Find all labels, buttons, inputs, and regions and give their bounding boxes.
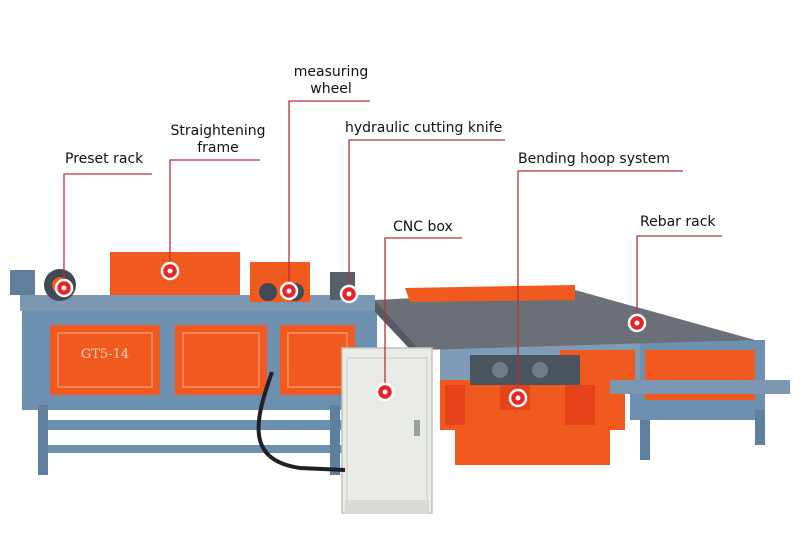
- leader-preset-rack: [63, 173, 152, 288]
- label-cnc-box: CNC box: [393, 219, 453, 235]
- marker-measuring-wheel: [279, 281, 299, 301]
- callout-markers: [54, 261, 647, 408]
- label-straightening-frame-line2: frame: [197, 140, 239, 156]
- leader-bending-hoop-system: [517, 170, 683, 396]
- label-bending-hoop-system: Bending hoop system: [518, 151, 671, 167]
- marker-straightening-frame: [160, 261, 180, 281]
- right-rail: [610, 380, 790, 394]
- label-measuring-wheel: measuring wheel: [286, 64, 376, 98]
- label-measuring-wheel-line1: measuring: [293, 64, 369, 80]
- marker-preset-rack: [54, 278, 74, 298]
- label-measuring-wheel-line2: wheel: [310, 81, 352, 97]
- label-preset-rack: Preset rack: [65, 151, 144, 167]
- marker-bending-hoop-system: [508, 388, 528, 408]
- rebar-rack: [375, 285, 755, 360]
- model-plate-text: GT5-14: [81, 347, 129, 362]
- cnc-box-cabinet: [341, 347, 433, 514]
- bending-hoop-system-body: [440, 355, 625, 465]
- label-hydraulic-cutting-knife: hydraulic cutting knife: [345, 120, 503, 136]
- leader-lines: [63, 100, 722, 396]
- marker-hydraulic-cutting-knife: [339, 284, 359, 304]
- leader-measuring-wheel: [288, 100, 370, 291]
- cable: [256, 371, 346, 472]
- leader-straightening-frame: [169, 159, 260, 271]
- label-rebar-rack: Rebar rack: [640, 214, 716, 230]
- marker-cnc-box: [375, 382, 395, 402]
- leader-cnc-box: [384, 237, 462, 390]
- marker-rebar-rack: [627, 313, 647, 333]
- label-straightening-frame: Straightening frame: [163, 123, 273, 157]
- leader-rebar-rack: [636, 235, 722, 321]
- leader-hydraulic-cutting-knife: [348, 139, 505, 292]
- label-straightening-frame-line1: Straightening: [170, 123, 266, 139]
